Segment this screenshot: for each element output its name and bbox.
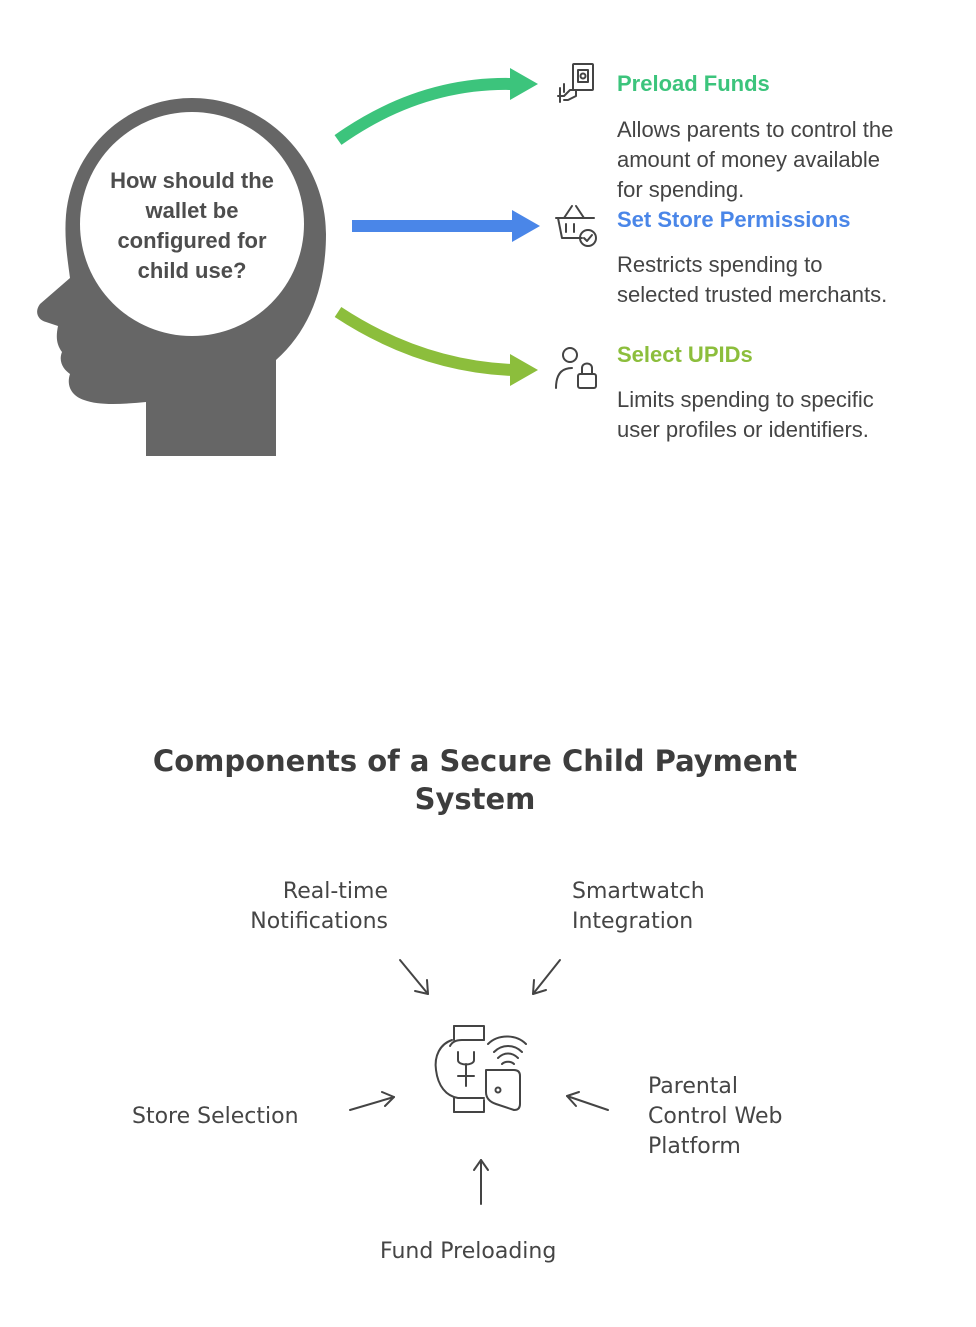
option-description-select-upids: Limits spending to specific user profile… <box>617 387 874 442</box>
thought-circle <box>80 112 304 336</box>
arrow-to-select-upids <box>334 306 513 376</box>
option-title-set-store-permissions: Set Store Permissions <box>617 207 851 232</box>
arrowhead-preload-funds <box>510 68 538 100</box>
component-label-fund-preloading: Fund Preloading <box>380 1239 557 1264</box>
arrowhead-store-permissions <box>512 210 540 242</box>
arrow-to-preload-funds <box>334 77 513 145</box>
arrow-from-smartwatch-integration <box>532 959 561 995</box>
system-title: Components of a Secure Child Payment Sys… <box>152 744 798 816</box>
decision-question: How should the wallet be configured for … <box>110 168 274 283</box>
system-diagram-graphic <box>349 959 609 1205</box>
option-description-preload-funds: Allows parents to control the amount of … <box>617 117 894 202</box>
component-label-parental-control-web-platform: Parental Control Web Platform <box>648 1074 783 1159</box>
component-label-smartwatch-integration: Smartwatch Integration <box>572 879 705 934</box>
arrowhead-select-upids <box>510 354 538 386</box>
arrow-from-parental-control-web-platform <box>566 1091 609 1111</box>
hand-holding-money-icon <box>557 63 594 103</box>
option-description-set-store-permissions: Restricts spending to selected trusted m… <box>617 252 888 307</box>
user-lock-icon <box>555 347 597 389</box>
component-label-real-time-notifications: Real-time Notifications <box>250 879 388 934</box>
arrow-from-fund-preloading <box>473 1159 489 1205</box>
smartwatch-payment-icon <box>434 1025 527 1113</box>
option-title-preload-funds: Preload Funds <box>617 71 770 96</box>
option-title-select-upids: Select UPIDs <box>617 342 753 367</box>
arrow-from-store-selection <box>349 1091 395 1111</box>
decision-diagram-graphic <box>37 63 597 456</box>
shopping-basket-check-icon <box>555 205 597 247</box>
component-label-store-selection: Store Selection <box>132 1104 299 1129</box>
arrow-from-real-time-notifications <box>399 959 429 995</box>
